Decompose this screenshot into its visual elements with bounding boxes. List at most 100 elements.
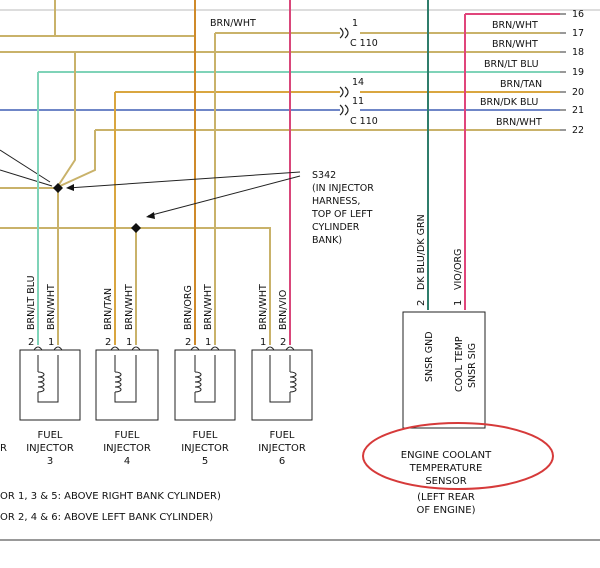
splice-a-dot [53, 183, 63, 193]
inj5-term1 [190, 346, 200, 351]
sensor-label-1: ENGINE COOLANT [401, 450, 492, 461]
inj3-wire1-label: BRN/LT BLU [26, 275, 37, 330]
conn-pin-11: 11 [352, 96, 364, 107]
inj6-term1 [265, 346, 275, 351]
sensor-inner-1: SNSR GND [424, 331, 435, 382]
inj4-pin2: 1 [126, 337, 132, 348]
injector-3: BRN/LT BLU BRN/WHT 2 1 FUEL INJECTOR 3 [19, 275, 81, 467]
diag-left-1 [0, 149, 51, 183]
sensor-label-3: SENSOR [425, 476, 466, 487]
splice-callout: S342 (IN INJECTOR HARNESS, TOP OF LEFT C… [66, 170, 374, 246]
inj4-label-3: 4 [124, 456, 130, 467]
inj3-label-2: INJECTOR [26, 443, 74, 454]
inj5-term2 [210, 346, 220, 351]
sensor-pin1: 2 [416, 300, 427, 306]
callout-arrow-a [66, 184, 74, 191]
injector-5: BRN/ORG BRN/WHT 2 1 FUEL INJECTOR 5 [174, 284, 236, 467]
splice-desc-1: (IN INJECTOR [312, 183, 374, 194]
inj4-term1 [110, 346, 120, 351]
coolant-sensor: DK BLU/DK GRN VIO/ORG 2 1 SNSR GND COOL … [362, 214, 554, 516]
wire-label-22: BRN/WHT [496, 117, 542, 128]
injector-6: BRN/WHT BRN/VIO 1 2 FUEL INJECTOR 6 [251, 284, 313, 467]
wire-labels-right: BRN/WHT BRN/WHT BRN/LT BLU BRN/TAN BRN/D… [480, 20, 542, 128]
inj5-wire1-label: BRN/ORG [183, 285, 194, 330]
diag-left-2 [0, 169, 53, 187]
splice-desc-3: TOP OF LEFT [311, 209, 373, 220]
conn-name-1: C 110 [350, 38, 378, 49]
inj3-pin1: 2 [28, 337, 34, 348]
inj5-label-2: INJECTOR [181, 443, 229, 454]
wire-label-17: BRN/WHT [492, 20, 538, 31]
inj5-wire2-label: BRN/WHT [203, 284, 214, 330]
splice-desc-4: CYLINDER [312, 222, 360, 233]
wire-label-20: BRN/TAN [500, 79, 542, 90]
wire-num-16: 16 [572, 9, 584, 20]
note-1: OR 1, 3 & 5: ABOVE RIGHT BANK CYLINDER) [0, 491, 221, 502]
inj3-pin2: 1 [48, 337, 54, 348]
trunk-wire-b [59, 130, 96, 187]
inj4-body [95, 349, 159, 421]
sensor-body [402, 311, 486, 429]
splice-b-right [136, 227, 271, 345]
inj6-term2 [285, 346, 295, 351]
conn-name-11: C 110 [350, 116, 378, 127]
wire-num-17: 17 [572, 28, 584, 39]
wire-label-21: BRN/DK BLU [480, 97, 538, 108]
injector-partial-label: R [0, 443, 7, 454]
inj5-label-3: 5 [202, 456, 208, 467]
wire-num-19: 19 [572, 67, 584, 78]
inj3-body [19, 349, 81, 421]
wire-num-18: 18 [572, 47, 584, 58]
inj3-label-3: 3 [47, 456, 53, 467]
inj6-wire1-label: BRN/WHT [258, 284, 269, 330]
splice-points [53, 183, 141, 233]
inj5-pin2: 1 [205, 337, 211, 348]
callout-line-a [67, 171, 301, 189]
wire-label-18: BRN/WHT [492, 39, 538, 50]
inj3-term2 [53, 346, 63, 351]
top-wire-label: BRN/WHT [210, 18, 256, 29]
sensor-pin2: 1 [453, 300, 464, 306]
wire-numbers: 16 17 18 19 20 21 22 [572, 9, 584, 136]
inj6-label-1: FUEL [270, 430, 295, 441]
inj5-label-1: FUEL [193, 430, 218, 441]
inj5-coil-icon [194, 355, 216, 403]
conn-pin-1: 1 [352, 18, 358, 29]
harness-wires [0, 13, 566, 131]
inj6-wire2-label: BRN/VIO [278, 290, 289, 330]
inj3-coil-icon [37, 355, 59, 403]
sensor-inner-2a: COOL TEMP [454, 336, 465, 392]
inj4-label-2: INJECTOR [103, 443, 151, 454]
splice-name: S342 [312, 170, 336, 181]
injector-feed-wires [0, 0, 466, 345]
sensor-location-2: OF ENGINE) [417, 505, 476, 516]
inj3-term1 [33, 346, 43, 351]
inj4-pin1: 2 [105, 337, 111, 348]
inj6-body [251, 349, 313, 421]
inj4-wire2-label: BRN/WHT [124, 284, 135, 330]
inj4-term2 [131, 346, 141, 351]
wire-num-22: 22 [572, 125, 584, 136]
splice-desc-5: BANK) [312, 235, 342, 246]
sensor-inner-2b: SNSR SIG [467, 343, 478, 388]
connector-c110-pin11 [339, 104, 349, 116]
inj6-pin2: 2 [280, 337, 286, 348]
conn-pin-14: 14 [352, 77, 364, 88]
inj6-label-3: 6 [279, 456, 285, 467]
callout-arrow-b [146, 212, 155, 219]
wire-label-19: BRN/LT BLU [484, 59, 539, 70]
sensor-wire1-label: DK BLU/DK GRN [416, 214, 427, 290]
injector-4: BRN/TAN BRN/WHT 2 1 FUEL INJECTOR 4 [95, 284, 159, 467]
inj4-coil-icon [114, 355, 137, 403]
wire-num-20: 20 [572, 87, 584, 98]
inj5-pin1: 2 [185, 337, 191, 348]
callout-line-b [147, 175, 301, 217]
inj3-wire2-label: BRN/WHT [46, 284, 57, 330]
trunk-wire-a [57, 52, 76, 187]
note-2: OR 2, 4 & 6: ABOVE LEFT BANK CYLINDER) [0, 512, 213, 523]
sensor-location-1: (LEFT REAR [417, 492, 475, 503]
inj4-label-1: FUEL [115, 430, 140, 441]
inj5-body [174, 349, 236, 421]
splice-b-dot [131, 223, 141, 233]
inj4-wire1-label: BRN/TAN [103, 288, 114, 330]
